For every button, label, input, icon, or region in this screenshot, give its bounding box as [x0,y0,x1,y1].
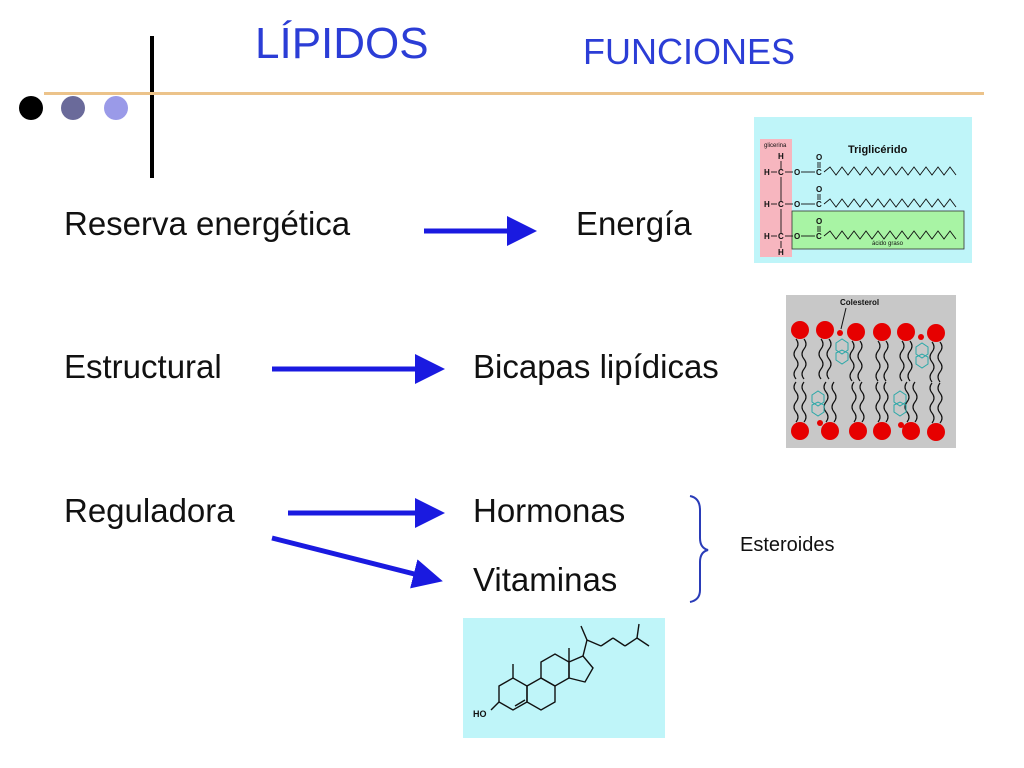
bullet-dot-mid [61,96,85,120]
svg-text:C: C [816,232,822,241]
row-hormonas-label: Hormonas [473,492,626,529]
svg-text:C: C [778,168,784,177]
steroid-figure: HO [463,618,665,738]
row-vitaminas-label: Vitaminas [473,561,618,598]
membrane-figure: Colesterol [786,295,956,448]
triglyceride-title: Triglicérido [848,144,908,156]
horizontal-rule [44,92,984,95]
svg-text:H: H [764,200,770,209]
arrow-reguladora-vitaminas [271,535,443,589]
svg-text:H: H [778,248,784,257]
row-estructural-label: Estructural [64,348,222,385]
cholesterol-label: Colesterol [840,298,879,307]
svg-text:C: C [778,200,784,209]
glycerol-label: glicerina [764,143,787,149]
bullet-dot-light [104,96,128,120]
row-bicapas-label: Bicapas lipídicas [473,348,719,385]
slide-subtitle: FUNCIONES [583,31,796,72]
row-energia-label: Energía [576,205,692,242]
svg-text:C: C [816,200,822,209]
svg-text:H: H [778,152,784,161]
slide-title: LÍPIDOS [255,19,429,68]
svg-text:O: O [816,217,822,226]
row-reguladora-label: Reguladora [64,492,235,529]
svg-text:O: O [816,153,822,162]
svg-text:O: O [794,168,800,177]
svg-text:C: C [778,232,784,241]
row-reserva-label: Reserva energética [64,205,351,242]
bullet-dot-dark [19,96,43,120]
vertical-rule [150,36,154,178]
curly-brace [689,495,709,603]
steroid-ho-label: HO [473,709,487,719]
svg-text:H: H [764,232,770,241]
svg-text:O: O [794,200,800,209]
svg-text:H: H [764,168,770,177]
svg-text:O: O [816,185,822,194]
fatty-acid-label: ácido graso [872,241,904,247]
svg-text:C: C [816,168,822,177]
svg-text:O: O [794,232,800,241]
esteroides-label: Esteroides [740,534,835,556]
